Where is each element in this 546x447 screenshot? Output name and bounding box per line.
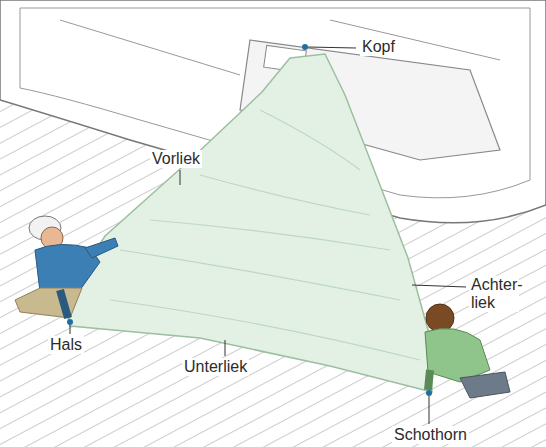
arm <box>428 370 430 390</box>
head-point <box>302 44 308 50</box>
sail-folds <box>110 110 420 360</box>
part-label: Schothorn <box>392 426 469 444</box>
part-label: Kopf <box>360 38 397 56</box>
leader-line <box>225 340 226 356</box>
hair <box>426 304 454 332</box>
sail <box>64 54 432 392</box>
part-label: Achter- liek <box>469 276 519 312</box>
part-label: Unterliek <box>182 358 249 376</box>
arm <box>85 238 118 258</box>
leader-line <box>429 396 430 424</box>
leader-line <box>70 325 71 334</box>
clew-point <box>426 390 432 396</box>
part-label: Hals <box>48 336 84 354</box>
pants <box>460 372 510 398</box>
leader-line <box>308 47 356 48</box>
pants <box>15 288 82 318</box>
part-label: Vorliek <box>150 150 202 168</box>
rail <box>330 20 500 60</box>
leader-line <box>180 170 181 185</box>
tack-point <box>67 319 73 325</box>
leader-line <box>412 285 466 287</box>
shirt <box>425 328 490 382</box>
rail <box>60 20 240 75</box>
arm <box>60 290 68 318</box>
